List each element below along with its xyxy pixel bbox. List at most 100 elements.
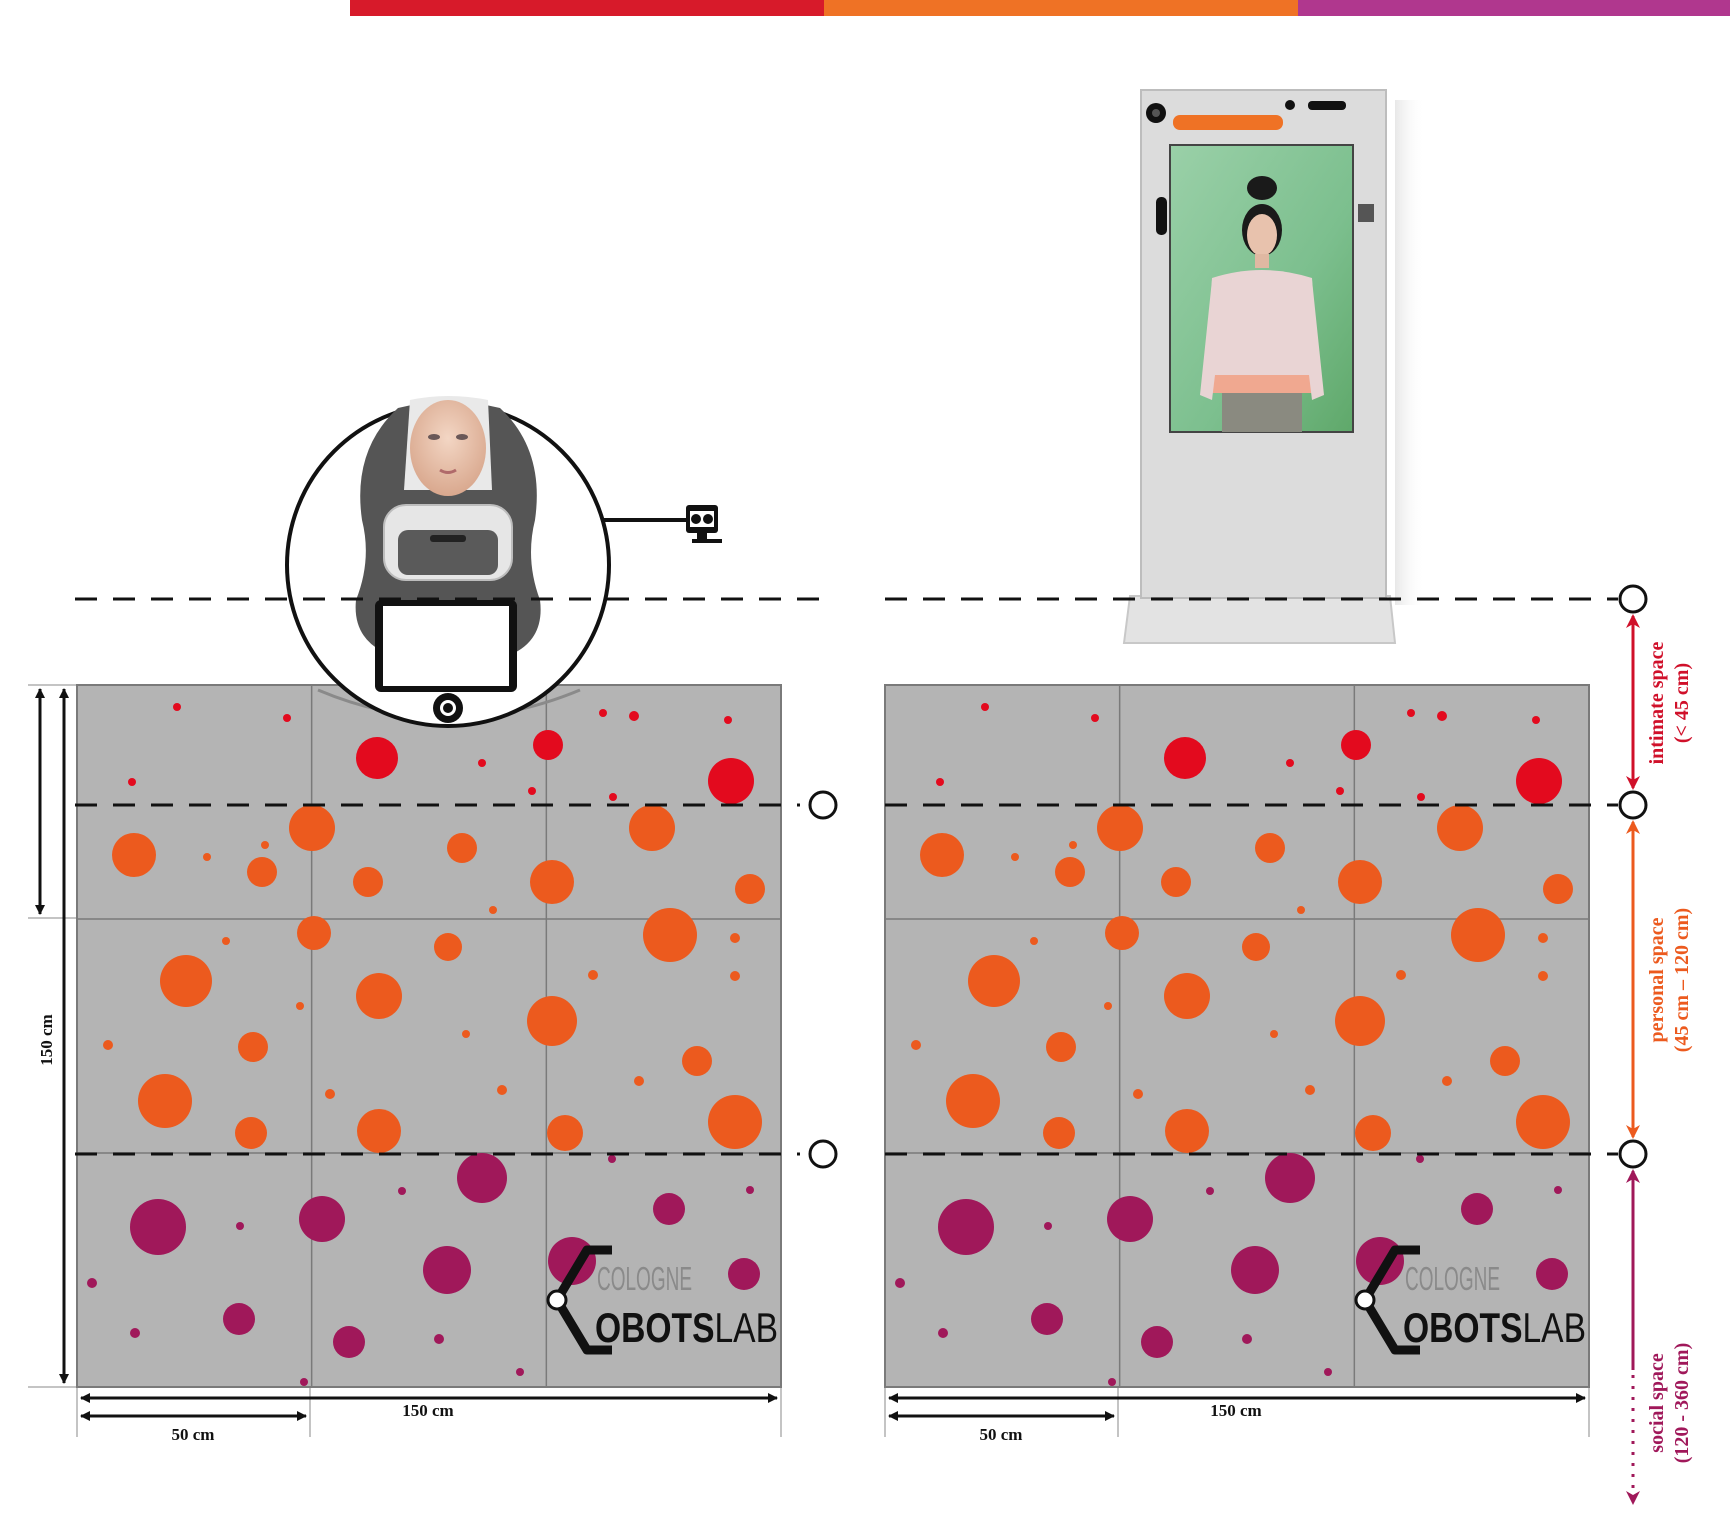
floor-dot <box>746 1186 754 1194</box>
floor-dot <box>462 1030 470 1038</box>
width-50-label-right: 50 cm <box>980 1425 1023 1444</box>
top-color-bar <box>350 0 1730 16</box>
personal-label: personal space <box>1646 917 1668 1042</box>
floor-dot <box>920 833 964 877</box>
floor-dot <box>1437 711 1447 721</box>
floor-dot <box>1265 1153 1315 1203</box>
floor-dot <box>235 1117 267 1149</box>
floor-dot <box>356 737 398 779</box>
floor-dot <box>203 853 211 861</box>
width-150-label-left: 150 cm <box>402 1401 453 1420</box>
floor-dot <box>1437 805 1483 851</box>
floor-dot <box>128 778 136 786</box>
floor-dot <box>1341 730 1371 760</box>
floor-dot <box>634 1076 644 1086</box>
floor-dot <box>516 1368 524 1376</box>
floor-dot <box>1164 973 1210 1019</box>
floor-dot <box>724 716 732 724</box>
floor-dot <box>1161 867 1191 897</box>
floor-dot <box>1164 737 1206 779</box>
floor-dot <box>708 758 754 804</box>
floor-dot <box>1141 1326 1173 1358</box>
action-camera-icon <box>686 505 722 543</box>
floor-dot <box>911 1040 921 1050</box>
floor-dot <box>938 1328 948 1338</box>
floor-dot <box>1055 857 1085 887</box>
floor-dot <box>1030 937 1038 945</box>
logo-line2: OBOTSLAB <box>595 1304 778 1351</box>
floor-dot <box>130 1328 140 1338</box>
logo-node-icon <box>1354 1289 1376 1311</box>
floor-dot <box>297 916 331 950</box>
floor-dot <box>173 703 181 711</box>
floor-dot <box>530 860 574 904</box>
floor-dot <box>300 1378 308 1386</box>
floor-dot <box>981 703 989 711</box>
logo-line2: OBOTSLAB <box>1403 1304 1586 1351</box>
top-bar-purple <box>1298 0 1730 16</box>
floor-dot <box>1107 1196 1153 1242</box>
logo-line1: COLOGNE <box>1405 1260 1500 1297</box>
floor-dot <box>325 1089 335 1099</box>
height-150-label: 150 cm <box>37 1014 56 1065</box>
floor-dot <box>1516 758 1562 804</box>
floor-dot <box>1516 1095 1570 1149</box>
floor-dot <box>1031 1303 1063 1335</box>
kiosk-speech-bubble-icon <box>1173 115 1283 130</box>
floor-dot <box>489 906 497 914</box>
floor-dot <box>1407 709 1415 717</box>
floor-dot <box>434 1334 444 1344</box>
floor-dot <box>608 1155 616 1163</box>
floor-dot <box>1069 841 1077 849</box>
dimensions: 150 cm 150 cm 50 cm 150 cm 50 cm <box>28 684 1590 1444</box>
boundary-marker-icon <box>1618 790 1648 820</box>
floor-dot <box>547 1115 583 1151</box>
floor-dot <box>1242 1334 1252 1344</box>
floor-dot <box>356 973 402 1019</box>
floor-dot <box>629 711 639 721</box>
cobots-lab-logo: COLOGNE OBOTSLAB <box>1354 1245 1586 1355</box>
floor-dot <box>497 1085 507 1095</box>
social-range: (120 - 360 cm) <box>1671 1343 1693 1464</box>
floor-dot <box>599 709 607 717</box>
floor-dot <box>1242 933 1270 961</box>
floor-dot <box>938 1199 994 1255</box>
floor-dot <box>1270 1030 1278 1038</box>
floor-dot <box>1335 996 1385 1046</box>
boundary-marker-icon <box>808 790 838 820</box>
floor-dot <box>299 1196 345 1242</box>
floor-dot <box>1297 906 1305 914</box>
floor-dot <box>447 833 477 863</box>
floor-dot <box>1286 759 1294 767</box>
floor-dot <box>1396 970 1406 980</box>
floor-dot <box>1206 1187 1214 1195</box>
floor-dot <box>708 1095 762 1149</box>
floor-dot <box>1355 1115 1391 1151</box>
floor-dot <box>398 1187 406 1195</box>
top-bar-orange <box>824 0 1298 16</box>
floor-dot <box>730 933 740 943</box>
floor-dot <box>1105 916 1139 950</box>
floor-dot <box>1011 853 1019 861</box>
floor-dot <box>1043 1117 1075 1149</box>
floor-dot <box>478 759 486 767</box>
width-50-label-left: 50 cm <box>172 1425 215 1444</box>
floor-dot <box>333 1326 365 1358</box>
robot-face <box>410 400 486 496</box>
floor-dot <box>296 1002 304 1010</box>
floor-dot <box>112 833 156 877</box>
floor-dot <box>1532 716 1540 724</box>
floor-dot <box>434 933 462 961</box>
zone-labels: intimate space (< 45 cm) personal space … <box>1646 642 1693 1464</box>
floor-dot <box>1538 933 1548 943</box>
floor-dot <box>1046 1032 1076 1062</box>
floor-dot <box>261 841 269 849</box>
floor-dot <box>87 1278 97 1288</box>
floor-dot <box>289 805 335 851</box>
floor-dot <box>1442 1076 1452 1086</box>
floor-dot <box>1165 1109 1209 1153</box>
